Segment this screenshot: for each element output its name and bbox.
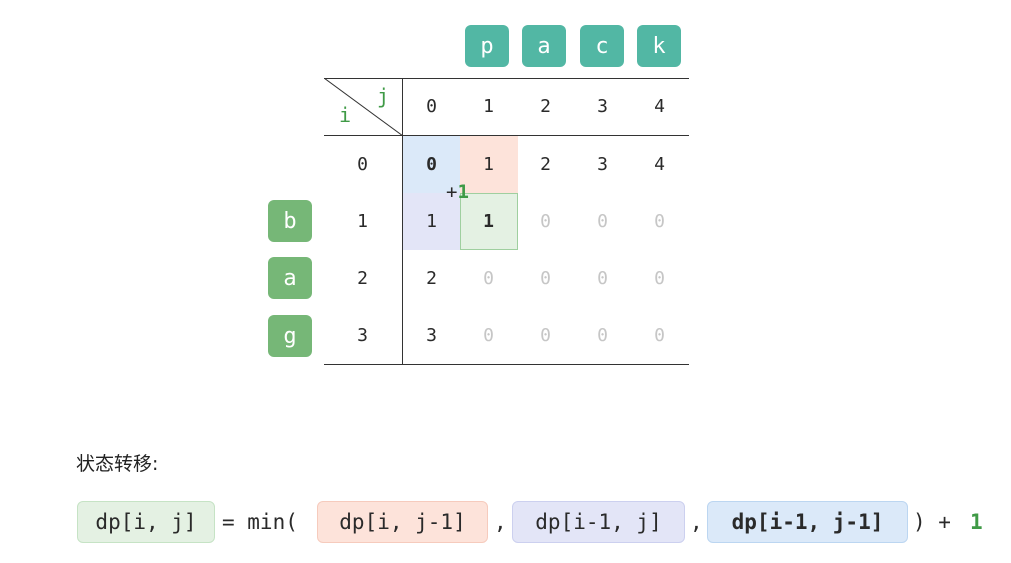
highlight-dp-0-1 [460,136,518,193]
col-header-2: 2 [540,96,551,117]
side-letter-b: b [268,200,312,242]
table-header-rule [324,135,689,136]
dp-cell-0-0: 0 [426,154,437,175]
highlight-dp-1-0 [403,193,460,250]
row-header-2: 2 [357,268,368,289]
corner-diagonal [324,78,403,136]
table-bottom-rule [324,364,689,365]
col-header-4: 4 [654,96,665,117]
dp-cell-3-4: 0 [654,325,665,346]
side-letter-g: g [268,315,312,357]
formula-lhs: dp[i, j] [77,501,215,543]
corner-col-var: j [377,84,390,108]
corner-row-var: i [339,103,352,127]
dp-cell-1-4: 0 [654,211,665,232]
dp-cell-2-3: 0 [597,268,608,289]
dp-cell-2-1: 0 [483,268,494,289]
dp-cell-3-1: 0 [483,325,494,346]
row-header-1: 1 [357,211,368,232]
col-header-3: 3 [597,96,608,117]
increment-plus: + [446,181,458,203]
formula-sep-2: , [690,510,703,534]
formula-sep-1: , [494,510,507,534]
highlight-dp-0-0 [403,136,460,193]
dp-cell-1-1: 1 [483,211,494,232]
dp-cell-2-4: 0 [654,268,665,289]
dp-cell-0-4: 4 [654,154,665,175]
formula-close: ) + [913,510,951,534]
dp-cell-3-3: 0 [597,325,608,346]
table-row-header-divider [402,78,403,364]
formula-term-diag: dp[i-1, j-1] [707,501,908,543]
row-header-3: 3 [357,325,368,346]
top-letter-c: c [580,25,624,67]
dp-cell-3-2: 0 [540,325,551,346]
increment-one: 1 [457,181,469,203]
top-letter-a: a [522,25,566,67]
formula-term-up: dp[i-1, j] [512,501,685,543]
dp-cell-2-0: 2 [426,268,437,289]
dp-cell-0-3: 3 [597,154,608,175]
formula-eq-min: = min( [222,510,298,534]
row-header-0: 0 [357,154,368,175]
dp-cell-2-2: 0 [540,268,551,289]
side-letter-a: a [268,257,312,299]
dp-cell-0-2: 2 [540,154,551,175]
col-header-1: 1 [483,96,494,117]
top-letter-k: k [637,25,681,67]
dp-cell-0-1: 1 [483,154,494,175]
formula-plus-one: 1 [970,510,983,534]
dp-cell-1-0: 1 [426,211,437,232]
formula-term-left: dp[i, j-1] [317,501,488,543]
state-transition-caption: 状态转移: [76,453,159,475]
dp-cell-1-3: 0 [597,211,608,232]
col-header-0: 0 [426,96,437,117]
highlight-dp-1-1 [460,193,518,250]
dp-cell-3-0: 3 [426,325,437,346]
table-top-rule [324,78,689,79]
increment-label: + 1 [446,181,469,203]
top-letter-p: p [465,25,509,67]
dp-cell-1-2: 0 [540,211,551,232]
